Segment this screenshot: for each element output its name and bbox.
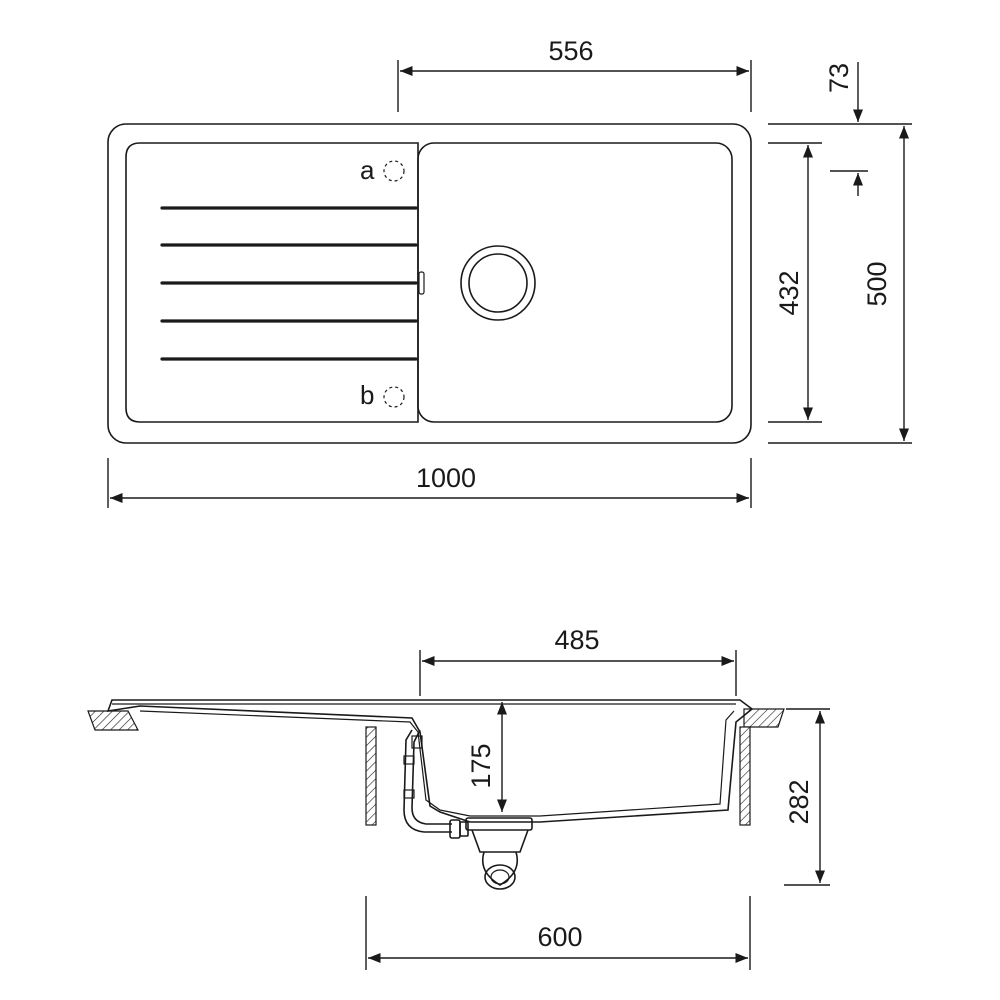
dimension-cabinet-width-text: 600: [537, 922, 582, 952]
dimension-overall-depth-text: 500: [862, 261, 892, 306]
drainer-grooves: [160, 206, 418, 361]
dimension-rim-offset-text: 73: [824, 63, 854, 93]
dimension-overall-depth: 500: [768, 123, 912, 444]
overflow-slot: [418, 271, 425, 295]
overflow-pipe: [403, 729, 469, 839]
dimension-overall-width-text: 1000: [416, 463, 476, 493]
dimension-bowl-width-text: 556: [548, 36, 593, 66]
drain-assembly: [465, 817, 533, 890]
dimension-bowl-width: 556: [397, 36, 752, 112]
dimension-bowl-depth-text: 432: [774, 270, 804, 315]
cabinet-wall-left: [365, 726, 377, 826]
tap-hole-b-marker: [383, 386, 405, 408]
dimension-total-height: 282: [784, 708, 830, 886]
tap-hole-b-label: b: [360, 380, 374, 410]
dimension-cabinet-width: 600: [365, 896, 751, 970]
dimension-bowl-height: 175: [466, 702, 508, 812]
sink-profile-inner: [139, 710, 735, 817]
sink-profile-outer: [106, 699, 754, 823]
dimension-inner-width: 485: [419, 625, 737, 696]
drain-inner: [468, 253, 528, 313]
tap-hole-a-marker: [383, 160, 405, 182]
drainer-area: [125, 142, 419, 423]
countertop-right: [743, 708, 785, 728]
tap-hole-a-label: a: [360, 155, 375, 185]
dimension-bowl-depth: 432: [768, 142, 822, 423]
sink-outer-outline: [107, 123, 752, 444]
dimension-rim-offset: 73: [768, 62, 880, 196]
countertop-left: [87, 710, 139, 731]
dimension-bowl-height-text: 175: [466, 743, 496, 788]
cabinet-wall-right: [739, 726, 751, 826]
drain-outer: [460, 245, 536, 321]
bowl-outline: [417, 142, 733, 423]
dimension-total-height-text: 282: [784, 779, 814, 824]
dimension-inner-width-text: 485: [554, 625, 599, 655]
side-view: 485 175 282 600: [87, 625, 830, 970]
top-view: a b 556 73 432: [107, 36, 912, 508]
dimension-overall-width: 1000: [107, 458, 752, 508]
